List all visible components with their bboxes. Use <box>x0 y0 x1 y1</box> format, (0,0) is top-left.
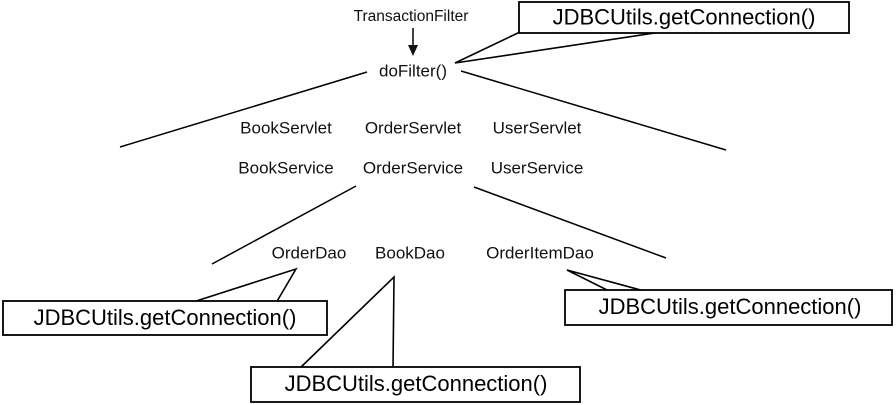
node-book-servlet: BookServlet <box>240 118 332 137</box>
node-order-servlet: OrderServlet <box>365 118 462 137</box>
connector-dofilter-to-left-branch <box>119 71 368 148</box>
node-user-service: UserService <box>491 158 584 177</box>
callout-top-right-tail <box>454 30 669 64</box>
node-dofilter: doFilter() <box>379 61 447 80</box>
connector-dofilter-to-right-branch <box>460 70 727 151</box>
callout-bottom-left-box <box>2 300 328 336</box>
arrow-transactionfilter-to-dofilter <box>408 28 418 56</box>
node-order-dao: OrderDao <box>272 243 347 262</box>
callout-bottom-right-tail <box>566 269 649 293</box>
callout-bottom-center-box <box>250 366 581 403</box>
node-order-item-dao: OrderItemDao <box>486 243 594 262</box>
node-book-service: BookService <box>238 158 333 177</box>
callout-bottom-right-box <box>564 289 893 326</box>
callout-top-right-label: JDBCUtils.getConnection() <box>553 4 816 29</box>
callout-bottom-left[interactable]: JDBCUtils.getConnection() <box>2 267 328 336</box>
callout-bottom-right-label: JDBCUtils.getConnection() <box>599 294 862 319</box>
callout-top-right[interactable]: JDBCUtils.getConnection() <box>454 1 850 64</box>
node-order-service: OrderService <box>363 158 463 177</box>
callout-bottom-left-label: JDBCUtils.getConnection() <box>34 305 297 330</box>
connector-service-to-right-dao <box>473 186 667 259</box>
callout-bottom-center-label: JDBCUtils.getConnection() <box>285 371 548 396</box>
callout-bottom-center[interactable]: JDBCUtils.getConnection() <box>250 275 581 403</box>
node-user-servlet: UserServlet <box>493 118 582 137</box>
node-transaction-filter: TransactionFilter <box>354 8 469 25</box>
callout-top-right-box <box>518 1 850 34</box>
callout-bottom-left-tail <box>189 267 298 304</box>
node-book-dao: BookDao <box>375 243 445 262</box>
callout-bottom-right[interactable]: JDBCUtils.getConnection() <box>564 269 893 326</box>
connector-orderservice-to-left-dao <box>211 185 357 265</box>
